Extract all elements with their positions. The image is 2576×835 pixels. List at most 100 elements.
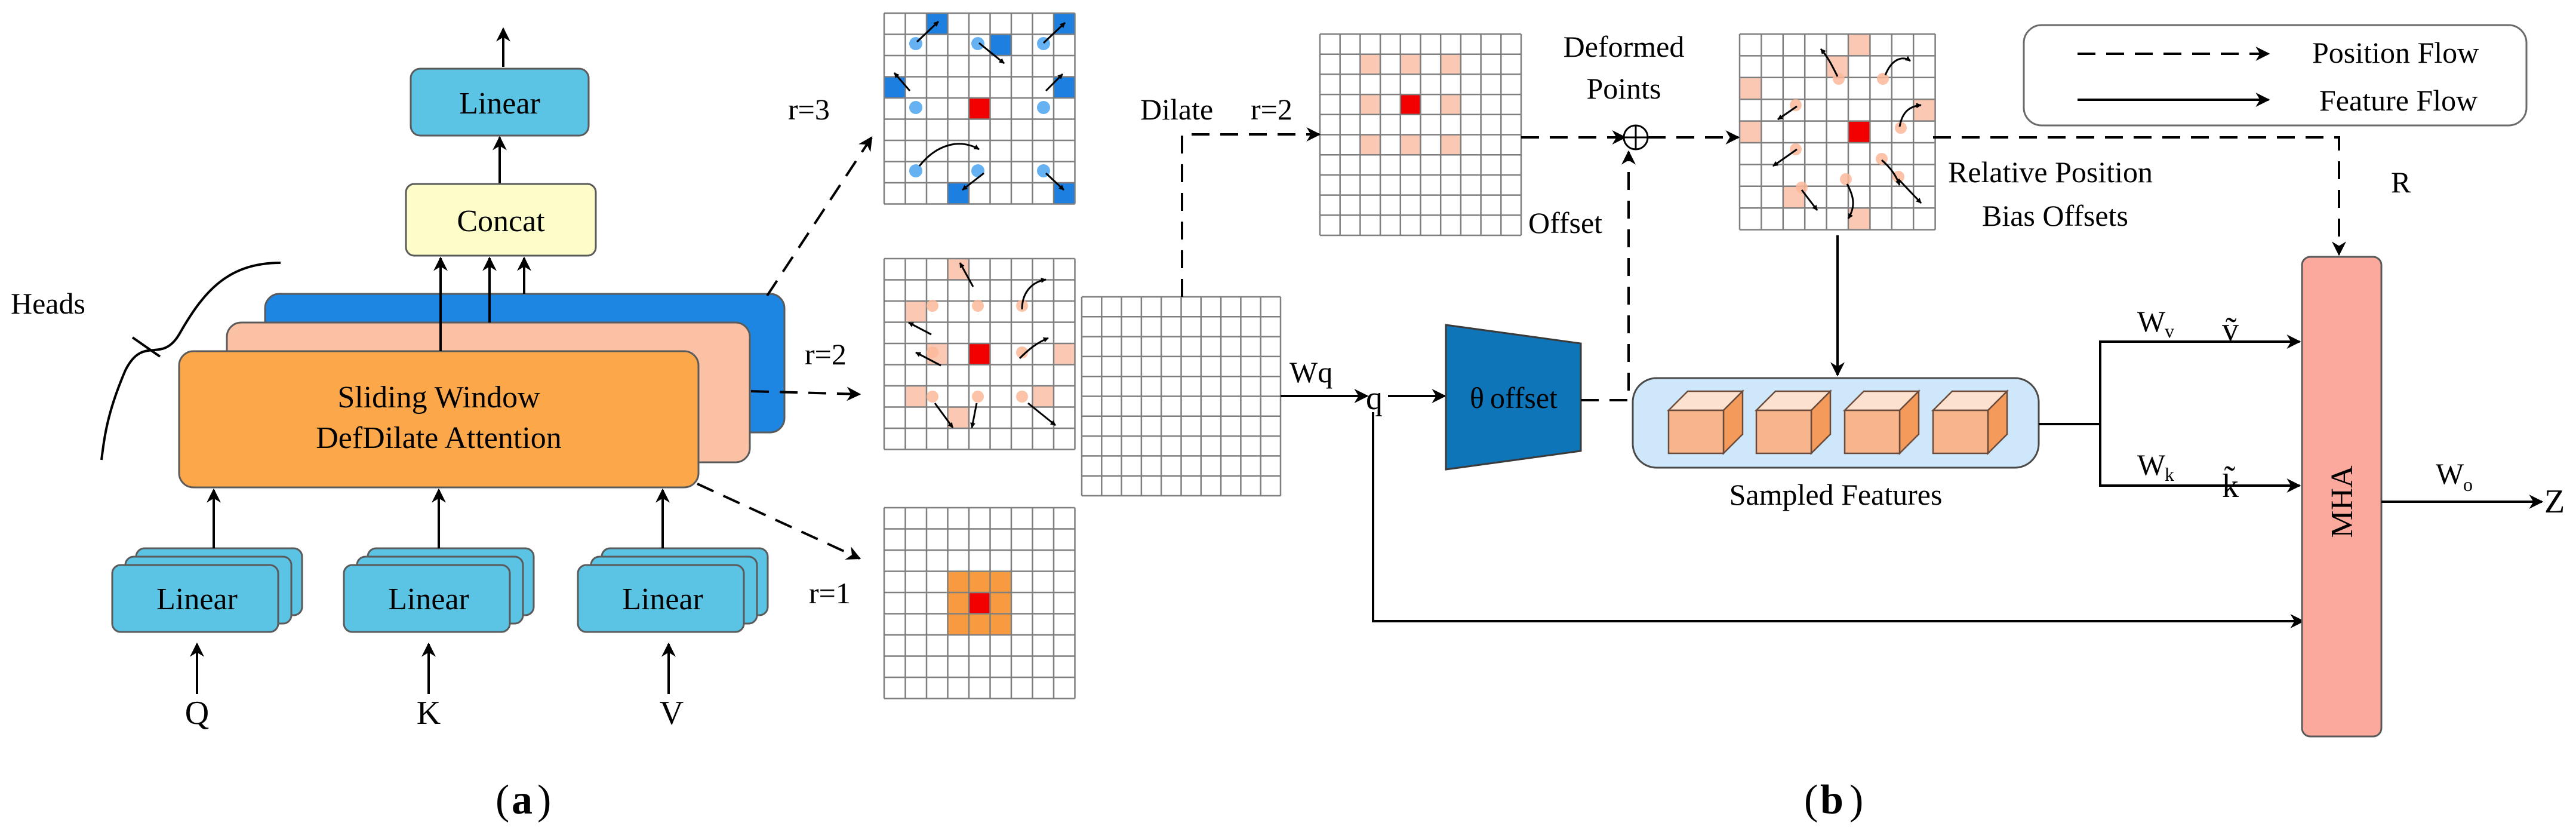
grid-cell-fill	[990, 571, 1011, 593]
cube-front	[1932, 409, 1989, 455]
grid-cell-fill	[1360, 54, 1381, 75]
cube-front	[1667, 409, 1725, 455]
sample-dot	[1840, 173, 1852, 185]
caption-a-letter: a	[512, 777, 533, 823]
sample-dot	[971, 37, 984, 50]
q-label: q	[1366, 380, 1383, 417]
sample-dot	[1877, 73, 1889, 85]
sample-dot	[1037, 101, 1050, 114]
grid-cell-fill	[947, 259, 969, 280]
sample-dot	[909, 101, 922, 114]
wk-main: W	[2137, 448, 2166, 481]
sample-dot	[927, 300, 938, 312]
linear-k-stack	[343, 547, 535, 633]
wv-sub: v	[2165, 320, 2174, 342]
grid-cell-fill	[947, 613, 969, 635]
legend-position-flow: Position Flow	[2312, 36, 2479, 69]
grid-cell-fill	[947, 571, 969, 593]
grid-cell-fill	[1441, 54, 1461, 75]
cube-front	[1755, 409, 1812, 455]
grid-cell-fill	[990, 613, 1011, 635]
grid-cell-fill	[969, 613, 990, 635]
sample-dot	[972, 300, 984, 312]
grid-cell-fill	[1740, 77, 1762, 100]
grid-cell-fill	[947, 183, 969, 204]
relative-line1: Relative Position	[1948, 155, 2153, 189]
grid-cell-fill	[969, 343, 990, 365]
offset-word: offset	[1490, 381, 1558, 415]
grid-cell-fill	[1054, 343, 1075, 365]
dilate-r-label: r=2	[1251, 93, 1292, 126]
r-label: R	[2391, 165, 2411, 199]
grid-cell-fill	[1441, 134, 1461, 155]
head-to-r2-dash	[750, 386, 861, 401]
sampled-features-label: Sampled Features	[1729, 478, 1943, 511]
dilate-dash	[1181, 127, 1321, 297]
heads-label: Heads	[11, 287, 85, 320]
grid-cell-fill	[990, 34, 1011, 56]
grid-cell-fill	[905, 386, 927, 407]
grid-cell-fill	[1913, 99, 1935, 121]
sample-dot	[1016, 346, 1028, 358]
sample-dot	[1016, 391, 1028, 403]
attention-line2: DefDilate Attention	[316, 421, 562, 455]
input-q-label: Q	[185, 695, 209, 732]
grid-cell-fill	[884, 76, 906, 98]
grid-cell-fill	[1441, 94, 1461, 115]
grid-cell-fill	[969, 98, 990, 119]
grid-r2	[883, 257, 1076, 450]
caption-b-letter: b	[1820, 777, 1843, 823]
offset-to-plus-dash	[1581, 150, 1636, 401]
caption-b-open: (	[1804, 777, 1818, 823]
head-to-r3-dash	[766, 136, 873, 297]
grid-cell-fill	[1740, 121, 1762, 143]
grid-cell-fill	[990, 593, 1011, 614]
input-k-label: K	[417, 695, 441, 732]
sample-dot	[1833, 73, 1845, 85]
sample-dot	[927, 391, 938, 403]
attention-line1: Sliding Window	[337, 380, 540, 415]
heads-brace-tick	[131, 336, 161, 358]
caption-a-close: )	[537, 777, 551, 823]
cube-front	[1843, 409, 1901, 455]
heads-brace	[100, 262, 281, 461]
grid-cell-fill	[1360, 94, 1381, 115]
relative-position-dash	[1933, 136, 2346, 256]
wo-main: W	[2436, 457, 2464, 490]
q-to-mha-arrow	[1372, 412, 2305, 628]
mha-box	[2301, 256, 2383, 738]
r2-label: r=2	[805, 337, 847, 371]
wv-main: W	[2137, 305, 2166, 338]
grid-cell-fill	[1400, 94, 1421, 115]
sample-dot	[927, 346, 938, 358]
grid-cell-fill	[969, 571, 990, 593]
z-label: Z	[2544, 483, 2565, 520]
deformed-line2: Points	[1586, 72, 1661, 105]
concat-label: Concat	[457, 204, 545, 238]
input-v-label: V	[660, 695, 684, 732]
deformed-offset-arrows	[1772, 48, 1922, 219]
relative-line2: Bias Offsets	[1982, 199, 2128, 232]
wq-label: Wq	[1289, 355, 1332, 389]
sample-dot	[1895, 122, 1907, 134]
deformed-grid	[1738, 33, 1936, 231]
grid-cell-fill	[947, 593, 969, 614]
linear-v-stack	[577, 547, 769, 633]
head-to-r1-dash	[697, 483, 861, 560]
dilated-grid	[1319, 33, 1522, 237]
grid-cell-fill	[1360, 134, 1381, 155]
dilate-label: Dilate	[1140, 93, 1213, 126]
wo-sub: o	[2463, 474, 2473, 495]
wk-sub: k	[2165, 463, 2174, 485]
linear-q-label: Linear	[156, 582, 238, 616]
grid-cell-fill	[1848, 34, 1870, 56]
r3-label: r=3	[788, 93, 830, 126]
grid-cell-fill	[1400, 134, 1421, 155]
sample-dot	[972, 391, 984, 403]
sample-dot	[971, 164, 984, 177]
grid-cell-fill	[1848, 121, 1870, 143]
grid-cell-fill	[1400, 54, 1421, 75]
grid-cell-fill	[1032, 386, 1054, 407]
grid-r3	[883, 12, 1076, 205]
sampled-feature-cubes	[1666, 389, 2009, 456]
